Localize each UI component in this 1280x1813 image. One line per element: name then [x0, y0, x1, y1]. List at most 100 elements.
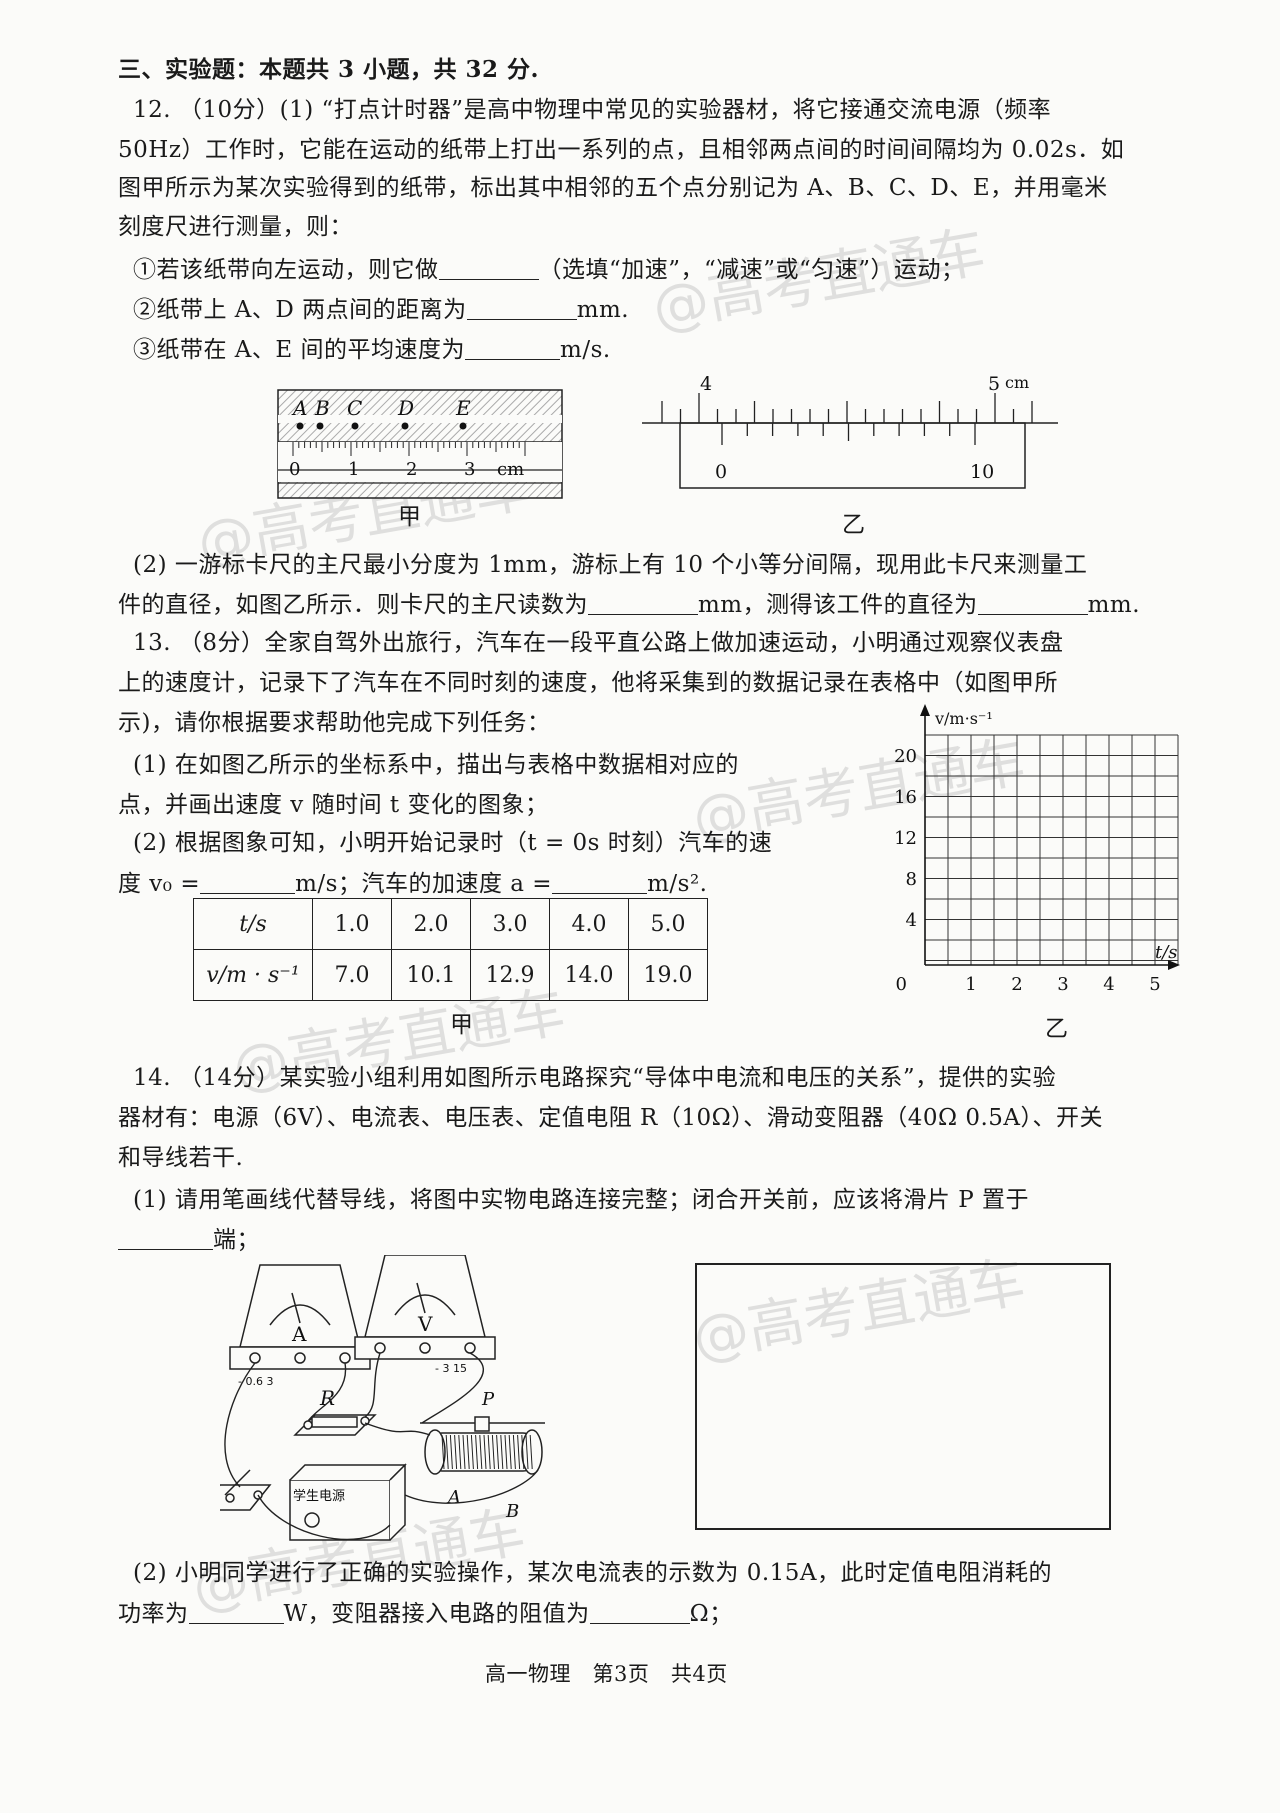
answer-blank[interactable]	[552, 870, 648, 894]
q13-part2-line-1: (2) 根据图象可知，小明开始记录时（t = 0s 时刻）汽车的速	[133, 830, 773, 856]
graph-caption: 乙	[1045, 1016, 1069, 1042]
q12-part2-pre: 件的直径，如图乙所示．则卡尺的主尺读数为	[118, 592, 588, 618]
figure-caption-yi: 乙	[842, 512, 866, 538]
power-supply	[289, 1463, 407, 1541]
main-scale-label: 5	[988, 373, 1000, 395]
voltmeter-terminals: - 3 15	[435, 1362, 467, 1375]
coil-turn	[466, 1434, 470, 1470]
q13-line-3: 示)，请你根据要求帮助他完成下列任务：	[118, 710, 551, 736]
q12-line-4: 刻度尺进行测量，则：	[118, 214, 353, 240]
table-cell: 4.0	[549, 898, 629, 950]
slider-label: P	[481, 1389, 495, 1410]
q14-part2-post: Ω；	[689, 1601, 733, 1627]
answer-blank[interactable]	[188, 1600, 284, 1624]
coil-turn	[441, 1434, 445, 1470]
table-cell: 2.0	[391, 898, 471, 950]
scale-label: 3	[464, 459, 475, 480]
coil-turn	[445, 1434, 449, 1470]
coil-turn	[462, 1434, 466, 1470]
answer-blank[interactable]	[466, 296, 577, 320]
q12-sub1-pre: ①若该纸带向左运动，则它做	[133, 257, 439, 283]
x-tick-label: 2	[1011, 974, 1022, 995]
main-scale-unit: cm	[1005, 373, 1029, 392]
figure-caption-jia: 甲	[398, 504, 422, 530]
table-cell: 5.0	[628, 898, 708, 950]
table-cell: 19.0	[628, 949, 708, 1001]
table-cell: 12.9	[470, 949, 550, 1001]
tape-dot	[351, 422, 359, 430]
scale-label: 2	[406, 459, 417, 480]
ammeter-terminals: - 0.6 3	[238, 1375, 273, 1388]
q13-line-1: 13. （8分）全家自驾外出旅行，汽车在一段平直公路上做加速运动，小明通过观察仪…	[133, 630, 1064, 656]
point-label: A	[291, 396, 307, 420]
q12-sub1: ①若该纸带向左运动，则它做（选填“加速”，“减速”或“匀速”）运动；	[133, 256, 965, 285]
table-header-cell: v/m · s⁻¹	[193, 949, 313, 1001]
q13-part2-post: m/s².	[647, 871, 708, 897]
tape-dot	[401, 422, 409, 430]
ammeter-label: A	[291, 1322, 307, 1346]
answer-blank[interactable]	[438, 256, 539, 280]
coil-turn	[454, 1434, 458, 1470]
scale-label: 1	[348, 459, 359, 480]
coil-turn	[487, 1434, 491, 1470]
coil-turn	[500, 1434, 504, 1470]
q12-sub2-post: mm.	[576, 297, 630, 323]
table-caption: 甲	[450, 1012, 474, 1038]
rheostat-end-a: A	[446, 1487, 461, 1508]
point-label: B	[314, 396, 330, 420]
table-row: v/m · s⁻¹ 7.0 10.1 12.9 14.0 19.0	[193, 949, 708, 1001]
x-tick-label: 1	[965, 974, 976, 995]
q12-part2-post: mm.	[1087, 592, 1141, 618]
vernier-label: 10	[970, 461, 994, 483]
table-cell: 3.0	[470, 898, 550, 950]
x-tick-label: 4	[1103, 974, 1114, 995]
q14-part1-line-1: (1) 请用笔画线代替导线，将图中实物电路连接完整；闭合开关前，应该将滑片 P …	[133, 1187, 1029, 1213]
vt-graph: 20 16 12 8 4 0 1 2 3 4 5 v/m·s⁻¹ t/s	[894, 704, 1180, 995]
point-label: D	[397, 396, 414, 420]
power-supply-label: 学生电源	[293, 1488, 345, 1504]
voltmeter	[354, 1255, 496, 1360]
x-axis-label: t/s	[1155, 942, 1178, 963]
coil-turn	[470, 1434, 474, 1470]
q13-part2-mid: m/s；汽车的加速度 a =	[295, 871, 553, 897]
answer-blank[interactable]	[465, 336, 561, 360]
coil-turn	[521, 1434, 525, 1470]
main-scale-label: 4	[700, 373, 712, 395]
coil-turn	[475, 1434, 479, 1470]
point-label: E	[455, 396, 471, 420]
answer-blank[interactable]	[200, 870, 296, 894]
x-tick-label: 5	[1149, 974, 1160, 995]
q13-part1-line-1: (1) 在如图乙所示的坐标系中，描出与表格中数据相对应的	[133, 752, 739, 778]
y-axis-label: v/m·s⁻¹	[934, 709, 993, 728]
circuit-diagram: A - 0.6 3 V - 3 15 R P A B 学生电源	[220, 1255, 545, 1541]
table-cell: 7.0	[312, 949, 392, 1001]
ammeter	[229, 1264, 371, 1370]
answer-blank[interactable]	[977, 591, 1088, 615]
coil-turn	[479, 1434, 483, 1470]
q12-part2-line-1: (2) 一游标卡尺的主尺最小分度为 1mm，游标上有 10 个小等分间隔，现用此…	[133, 552, 1088, 578]
paper-tape-figure: A B C D E 0 1 2 3 cm	[277, 389, 563, 499]
answer-blank[interactable]	[118, 1226, 213, 1250]
coil-turn	[491, 1434, 495, 1470]
coil-turn	[449, 1434, 453, 1470]
coil-turn	[496, 1434, 500, 1470]
q12-line-1: 12. （10分）(1) “打点计时器”是高中物理中常见的实验器材，将它接通交流…	[133, 97, 1052, 123]
voltmeter-label: V	[417, 1312, 433, 1336]
q14-line-2: 器材有：电源（6V）、电流表、电压表、定值电阻 R（10Ω）、滑动变阻器（40Ω…	[118, 1105, 1104, 1131]
section-title: 三、实验题：本题共 3 小题，共 32 分.	[118, 56, 540, 83]
q13-line-2: 上的速度计，记录下了汽车在不同时刻的速度，他将采集到的数据记录在表格中（如图甲所	[118, 670, 1058, 696]
y-tick-label: 16	[894, 787, 917, 808]
q12-sub3-pre: ③纸带在 A、E 间的平均速度为	[133, 337, 466, 363]
page-footer: 高一物理 第3页 共4页	[485, 1662, 728, 1686]
x-tick-label: 3	[1057, 974, 1068, 995]
y-tick-label: 0	[896, 974, 907, 995]
q12-sub2-pre: ②纸带上 A、D 两点间的距离为	[133, 297, 467, 323]
rheostat-end-b: B	[505, 1501, 519, 1522]
answer-blank[interactable]	[588, 591, 698, 615]
circuit-drawing-box[interactable]	[695, 1263, 1111, 1530]
q14-part2-mid: W，变阻器接入电路的阻值为	[283, 1601, 590, 1627]
answer-blank[interactable]	[589, 1600, 690, 1624]
q13-part2-pre: 度 v₀ =	[118, 871, 201, 897]
